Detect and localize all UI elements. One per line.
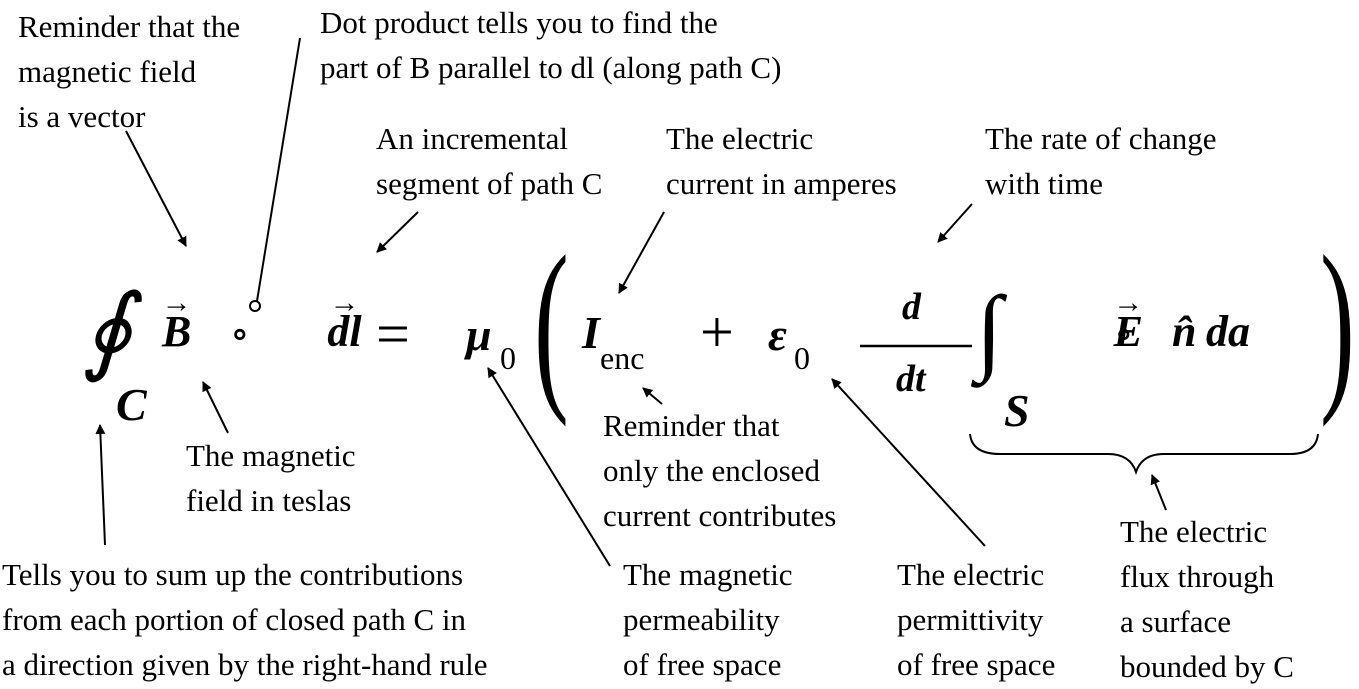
equals-sign: =	[376, 301, 410, 367]
path-element-vector: dl →	[327, 288, 362, 356]
annotation-dot-product: Dot product tells you to find the part o…	[320, 5, 782, 85]
annotation-rate-of-change: The rate of change with time	[985, 121, 1217, 201]
magnetic-field-vector: B →	[162, 288, 192, 356]
permittivity-symbol: ε	[768, 309, 787, 360]
enclosed-current-symbol: I	[582, 307, 600, 358]
electric-field-symbol: E	[1113, 307, 1143, 356]
vector-arrow-icon: →	[329, 286, 360, 319]
close-paren: )	[1320, 218, 1355, 428]
closed-line-integral-symbol: ∮	[82, 276, 133, 383]
integral-path-label: C	[116, 379, 147, 430]
area-element-symbol: da	[1206, 307, 1250, 356]
annotation-electric-current: The electric current in amperes	[666, 121, 897, 201]
dot-product-operator-2: ∘	[1114, 311, 1134, 356]
surface-integral-symbol: ∫	[976, 276, 1003, 383]
derivative-numerator: d	[902, 286, 921, 328]
arrow-electric-current	[618, 211, 665, 294]
annotation-incremental-segment: An incremental segment of path C	[376, 121, 603, 201]
permeability-subscript: 0	[500, 340, 516, 376]
annotation-electric-flux: The electric flux through a surface boun…	[1120, 514, 1294, 684]
derivative-denominator: dt	[896, 358, 926, 400]
arrow-closed-path	[95, 424, 106, 546]
arrow-magnetic-field	[202, 381, 229, 434]
arrow-permittivity	[831, 378, 986, 547]
arrow-permeability	[487, 367, 611, 567]
arrow-rate-of-change	[937, 203, 973, 243]
annotation-permeability: The magnetic permeability of free space	[623, 557, 793, 682]
annotation-permittivity: The electric permittivity of free space	[897, 557, 1056, 682]
arrow-enclosed-current	[642, 387, 663, 405]
arrow-dot-product-tail	[249, 300, 261, 312]
open-paren: (	[534, 218, 569, 428]
vector-arrow-icon: →	[161, 286, 192, 319]
arrow-dot-product	[256, 37, 301, 302]
permeability-symbol: μ	[466, 309, 492, 360]
arrow-vector-reminder	[125, 130, 187, 247]
magnetic-field-symbol: B	[162, 307, 192, 356]
annotation-enclosed-current: Reminder that only the enclosed current …	[603, 408, 837, 533]
annotation-vector-reminder: Reminder that the magnetic field is a ve…	[18, 9, 241, 134]
integral-surface-label: S	[1004, 385, 1030, 436]
unit-normal-symbol: n̂	[1172, 307, 1197, 356]
arrow-incremental-segment	[376, 211, 419, 253]
annotation-closed-path-sum: Tells you to sum up the contributions fr…	[2, 557, 488, 682]
arrow-electric-flux	[1150, 474, 1167, 511]
path-element-symbol: dl	[327, 307, 362, 356]
flux-brace	[969, 433, 1319, 476]
enclosed-current-subscript: enc	[600, 340, 645, 376]
permittivity-subscript: 0	[794, 340, 810, 376]
electric-field-vector: E →	[1113, 288, 1143, 356]
annotation-magnetic-field: The magnetic field in teslas	[186, 438, 356, 518]
plus-sign: +	[700, 299, 734, 365]
dot-product-operator: ∘	[230, 311, 250, 356]
vector-arrow-icon: →	[1113, 286, 1144, 319]
